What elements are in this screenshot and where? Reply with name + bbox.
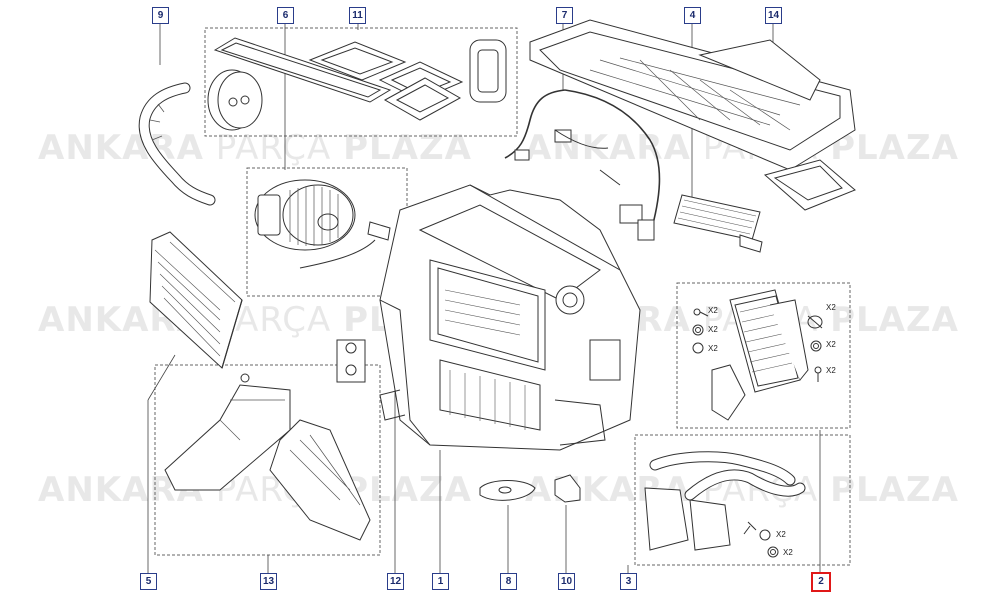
callout-11[interactable]: 11	[349, 7, 366, 24]
callout-9[interactable]: 9	[152, 7, 169, 24]
part-3-pipes	[644, 451, 806, 558]
group-box-heater-core	[676, 282, 851, 429]
part-12-expansion-valve	[336, 339, 366, 383]
group-box-ducts	[154, 364, 381, 556]
callout-12[interactable]: 12	[387, 573, 404, 590]
callout-10[interactable]: 10	[558, 573, 575, 590]
callout-8[interactable]: 8	[500, 573, 517, 590]
group-box-filters	[204, 27, 518, 137]
qty-label: X2	[708, 344, 718, 353]
part-5-cabin-filter	[149, 231, 243, 369]
callout-13[interactable]: 13	[260, 573, 277, 590]
part-10-clip	[554, 474, 581, 503]
group-box-pipes	[634, 434, 851, 566]
qty-label: X2	[826, 340, 836, 349]
part-11-filter-frames	[213, 37, 507, 121]
qty-label: X2	[708, 306, 718, 315]
hardware-part-2	[692, 308, 823, 382]
part-9-drain-hose	[138, 82, 216, 206]
part-14-flap-assembly	[529, 19, 856, 211]
callout-3[interactable]: 3	[620, 573, 637, 590]
part-1-hvac-housing	[379, 184, 641, 451]
callout-6[interactable]: 6	[277, 7, 294, 24]
group-box-blower	[246, 167, 408, 297]
qty-label: X2	[826, 366, 836, 375]
qty-label: X2	[708, 325, 718, 334]
part-8-seal	[479, 480, 536, 501]
qty-label: X2	[783, 548, 793, 557]
callout-14[interactable]: 14	[765, 7, 782, 24]
part-2-heater-core	[711, 289, 809, 421]
part-blower-motor	[254, 179, 391, 269]
group-outlines	[154, 27, 851, 566]
part-6-seal	[207, 69, 263, 131]
callout-2-highlighted[interactable]: 2	[811, 572, 831, 592]
callout-4[interactable]: 4	[684, 7, 701, 24]
callout-1[interactable]: 1	[432, 573, 449, 590]
part-7-wiring	[504, 89, 661, 241]
part-4-ptc-heater	[673, 194, 763, 253]
part-13-air-ducts	[164, 373, 371, 541]
callout-5[interactable]: 5	[140, 573, 157, 590]
callout-7[interactable]: 7	[556, 7, 573, 24]
qty-label: X2	[776, 530, 786, 539]
qty-label: X2	[826, 303, 836, 312]
